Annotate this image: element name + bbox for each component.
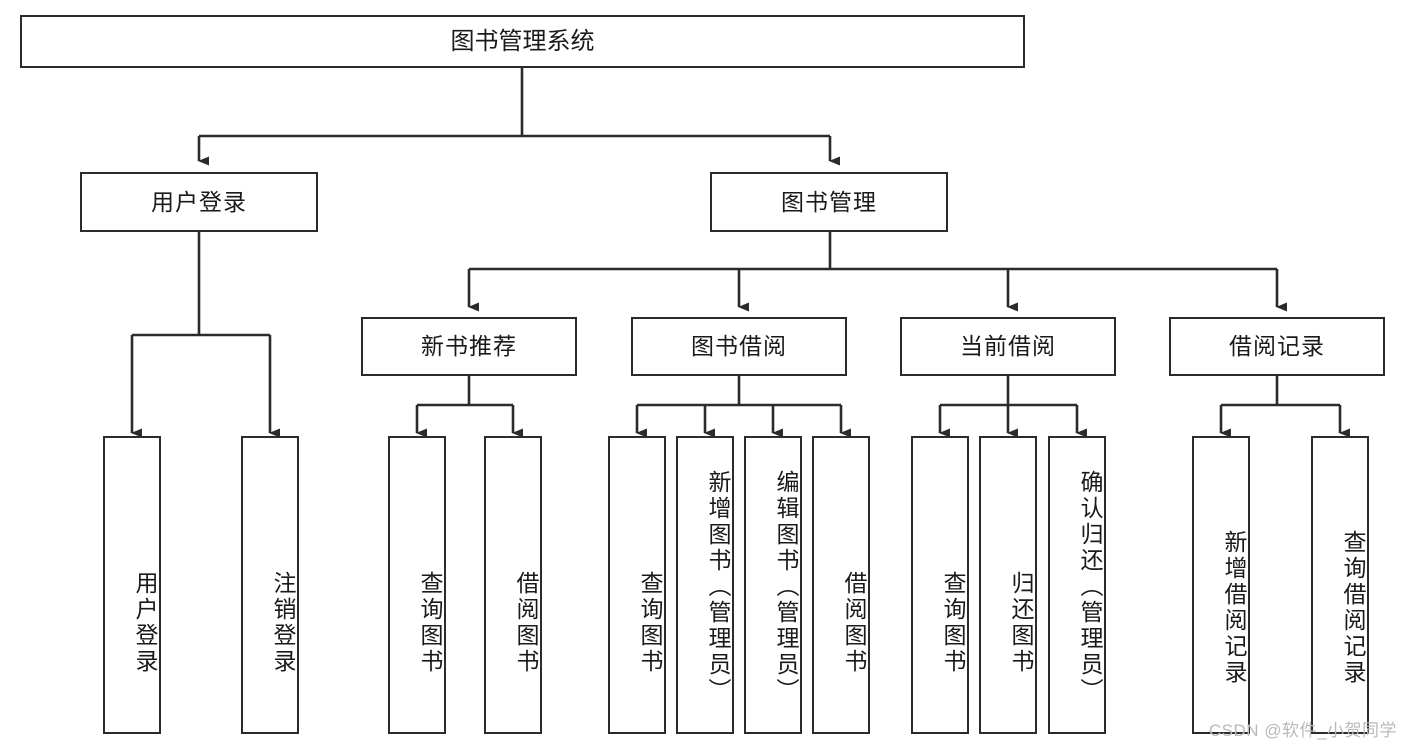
node-label: 当前借阅 <box>960 333 1056 360</box>
leaf-edit-book[interactable]: 编辑图书（管理员） <box>744 436 802 734</box>
node-label: 编辑图书（管理员） <box>773 470 799 704</box>
node-new-book-recommend[interactable]: 新书推荐 <box>361 317 577 376</box>
node-root-system[interactable]: 图书管理系统 <box>20 15 1025 68</box>
leaf-borrow-book[interactable]: 借阅图书 <box>812 436 870 734</box>
leaf-query-book-recommend[interactable]: 查询图书 <box>388 436 446 734</box>
node-label: 借阅图书 <box>513 571 539 675</box>
node-current-borrow[interactable]: 当前借阅 <box>900 317 1116 376</box>
node-label: 新书推荐 <box>421 333 517 360</box>
node-label: 用户登录 <box>132 571 158 675</box>
node-book-manage[interactable]: 图书管理 <box>710 172 948 232</box>
leaf-logout[interactable]: 注销登录 <box>241 436 299 734</box>
node-label: 注销登录 <box>270 571 296 675</box>
node-label: 查询图书 <box>637 571 663 675</box>
watermark: CSDN @软件_小贺同学 <box>1208 721 1397 740</box>
node-label: 新增图书（管理员） <box>705 470 731 704</box>
leaf-borrow-book-recommend[interactable]: 借阅图书 <box>484 436 542 734</box>
leaf-query-book-current[interactable]: 查询图书 <box>911 436 969 734</box>
node-label: 图书管理系统 <box>450 27 595 55</box>
node-label: 查询图书 <box>940 571 966 675</box>
leaf-add-book[interactable]: 新增图书（管理员） <box>676 436 734 734</box>
node-label: 借阅记录 <box>1229 333 1325 360</box>
node-label: 借阅图书 <box>841 571 867 675</box>
node-label: 图书借阅 <box>691 333 787 360</box>
node-borrow-record[interactable]: 借阅记录 <box>1169 317 1385 376</box>
node-book-borrow[interactable]: 图书借阅 <box>631 317 847 376</box>
node-label: 查询借阅记录 <box>1340 530 1366 686</box>
leaf-user-login[interactable]: 用户登录 <box>103 436 161 734</box>
node-label: 归还图书 <box>1008 571 1034 675</box>
leaf-return-book[interactable]: 归还图书 <box>979 436 1037 734</box>
leaf-query-book-borrow[interactable]: 查询图书 <box>608 436 666 734</box>
node-label: 图书管理 <box>781 188 877 215</box>
node-label: 查询图书 <box>417 571 443 675</box>
leaf-query-borrow-record[interactable]: 查询借阅记录 <box>1311 436 1369 734</box>
node-label: 用户登录 <box>151 188 247 215</box>
leaf-add-borrow-record[interactable]: 新增借阅记录 <box>1192 436 1250 734</box>
node-user-login[interactable]: 用户登录 <box>80 172 318 232</box>
leaf-confirm-return[interactable]: 确认归还（管理员） <box>1048 436 1106 734</box>
node-label: 确认归还（管理员） <box>1077 470 1103 704</box>
node-label: 新增借阅记录 <box>1221 530 1247 686</box>
